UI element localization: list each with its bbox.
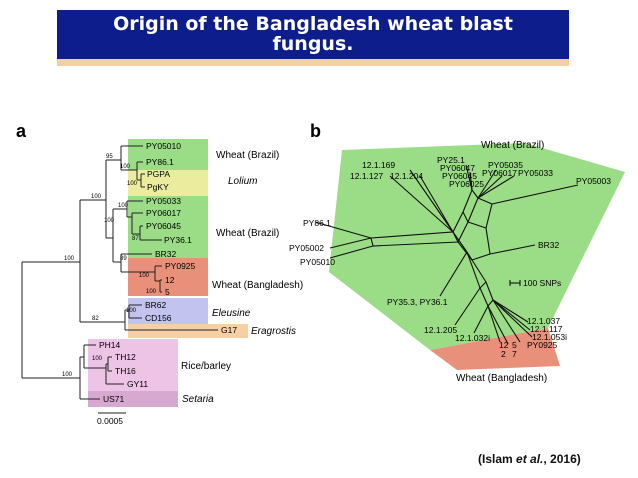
eragrostis-block — [128, 324, 248, 338]
panel-a-color-blocks — [88, 139, 248, 407]
bootstrap-value: 100 — [146, 289, 157, 295]
leaf-py36-1: PY36.1 — [164, 235, 192, 245]
label-12-1-169: 12.1.169 — [362, 160, 395, 170]
panel-b-letter: b — [310, 121, 321, 141]
wheat-bangladesh-block — [128, 258, 208, 296]
citation: (Islam et al., 2016) — [478, 452, 581, 466]
bootstrap-value: 89 — [120, 256, 127, 262]
label-py06025: PY06025 — [449, 179, 484, 189]
leaf-5: 5 — [165, 287, 170, 297]
leaf-12: 12 — [165, 275, 175, 285]
wheat-brazil-block-2 — [128, 196, 208, 246]
bootstrap-value: 95 — [106, 154, 113, 160]
leaf-py06017: PY06017 — [146, 208, 181, 218]
panel-a-bootstrap: 95 100 100 100 100 87 100 89 100 100 100… — [62, 154, 157, 378]
leaf-gy11: GY11 — [127, 379, 148, 389]
panel-a-groups: Wheat (Brazil) Lolium Wheat (Brazil) Whe… — [181, 150, 303, 405]
label-2: 2 — [501, 349, 506, 359]
label-py05033: PY05033 — [518, 168, 553, 178]
leaf-py05010: PY05010 — [146, 141, 181, 151]
label-py06045: PY06045 — [442, 171, 477, 181]
wheat-brazil-block-3 — [128, 246, 208, 258]
leaf-py05033: PY05033 — [146, 196, 181, 206]
label-py25-1: PY25.1 — [437, 155, 465, 165]
group-lolium: Lolium — [228, 176, 257, 187]
leaf-us71: US71 — [103, 394, 125, 404]
label-py86-1: PY86.1 — [303, 218, 331, 228]
leaf-cd156: CD156 — [145, 313, 172, 323]
leaf-br32: BR32 — [155, 249, 177, 259]
leaf-py86-1: PY86.1 — [146, 157, 174, 167]
group-eleusine: Eleusine — [212, 308, 251, 319]
panel-a-letter: a — [16, 121, 27, 141]
group-rice-barley: Rice/barley — [181, 361, 231, 372]
label-12-1-032i: 12.1.032i — [455, 333, 490, 343]
label-12-1-127: 12.1.127 — [350, 171, 383, 181]
bootstrap-value: 87 — [132, 236, 139, 242]
label-7: 7 — [512, 349, 517, 359]
leaf-ph14: PH14 — [99, 340, 121, 350]
group-eragrostis: Eragrostis — [251, 326, 296, 337]
bootstrap-value: 100 — [92, 356, 103, 362]
label-12-1-205: 12.1.205 — [424, 325, 457, 335]
group-wheat-brazil-network: Wheat (Brazil) — [481, 140, 544, 151]
slide-title: Origin of the Bangladesh wheat blast fun… — [113, 13, 513, 55]
bootstrap-value: 100 — [118, 203, 129, 209]
label-12-1-204: 12.1.204 — [390, 171, 423, 181]
group-setaria: Setaria — [182, 394, 214, 405]
bootstrap-value: 100 — [62, 372, 73, 378]
label-12-1-037: 12.1.037 — [527, 316, 560, 326]
label-py05002: PY05002 — [289, 243, 324, 253]
bootstrap-value: 100 — [127, 181, 138, 187]
bootstrap-value: 100 — [126, 308, 137, 314]
group-wheat-brazil-2: Wheat (Brazil) — [216, 228, 279, 239]
group-wheat-bangladesh-network: Wheat (Bangladesh) — [456, 373, 547, 384]
leaf-br62: BR62 — [145, 300, 167, 310]
bootstrap-value: 100 — [64, 256, 75, 262]
label-100-snps: 100 SNPs — [523, 278, 561, 288]
leaf-th12: TH12 — [115, 352, 136, 362]
leaf-pgpa: PGPA — [147, 169, 170, 179]
panel-a-leaves: PY05010 PY86.1 PGPA PgKY PY05033 PY06017… — [99, 141, 237, 404]
eleusine-block — [128, 298, 208, 324]
label-5: 5 — [512, 340, 517, 350]
leaf-py06045: PY06045 — [146, 221, 181, 231]
wheat-bangladesh-region — [430, 328, 560, 370]
wheat-brazil-region — [329, 143, 625, 350]
label-12-1-053i: 12.1.053i — [532, 332, 567, 342]
group-wheat-brazil-1: Wheat (Brazil) — [216, 150, 279, 161]
bootstrap-value: 82 — [92, 316, 99, 322]
leaf-pgky: PgKY — [147, 182, 169, 192]
scale-bar-label: 0.0005 — [97, 416, 123, 426]
wheat-brazil-block-1 — [128, 139, 208, 170]
leaf-th16: TH16 — [115, 366, 136, 376]
bootstrap-value: 100 — [91, 194, 102, 200]
label-py05010: PY05010 — [300, 257, 335, 267]
label-12-1-117: 12.1.117 — [530, 324, 563, 334]
title-banner: Origin of the Bangladesh wheat blast fun… — [57, 10, 569, 66]
leaf-g17: G17 — [221, 325, 237, 335]
bootstrap-value: 100 — [104, 218, 115, 224]
setaria-block — [88, 391, 178, 407]
label-py05003: PY05003 — [576, 176, 611, 186]
label-12: 12 — [499, 340, 509, 350]
rice-barley-block — [88, 339, 178, 391]
citation-close: , 2016) — [543, 452, 581, 466]
citation-et-al: et al. — [516, 452, 544, 466]
phylogenetic-tree — [21, 145, 218, 414]
group-wheat-bangladesh: Wheat (Bangladesh) — [212, 280, 303, 291]
panel-b-labels: 12.1.169 12.1.127 12.1.204 PY25.1 PY0604… — [289, 140, 611, 384]
bootstrap-value: 100 — [139, 273, 150, 279]
bootstrap-value: 100 — [120, 164, 131, 170]
label-py05035: PY05035 — [488, 160, 523, 170]
label-py35-3-py36-1: PY35.3, PY36.1 — [387, 297, 448, 307]
label-py06047: PY06047 — [440, 163, 475, 173]
label-py0925: PY0925 — [527, 340, 558, 350]
label-br32: BR32 — [538, 240, 560, 250]
splits-network — [314, 164, 579, 345]
citation-open: (Islam — [478, 452, 517, 466]
label-py06017: PY06017 — [482, 168, 517, 178]
leaf-py0925: PY0925 — [165, 261, 196, 271]
